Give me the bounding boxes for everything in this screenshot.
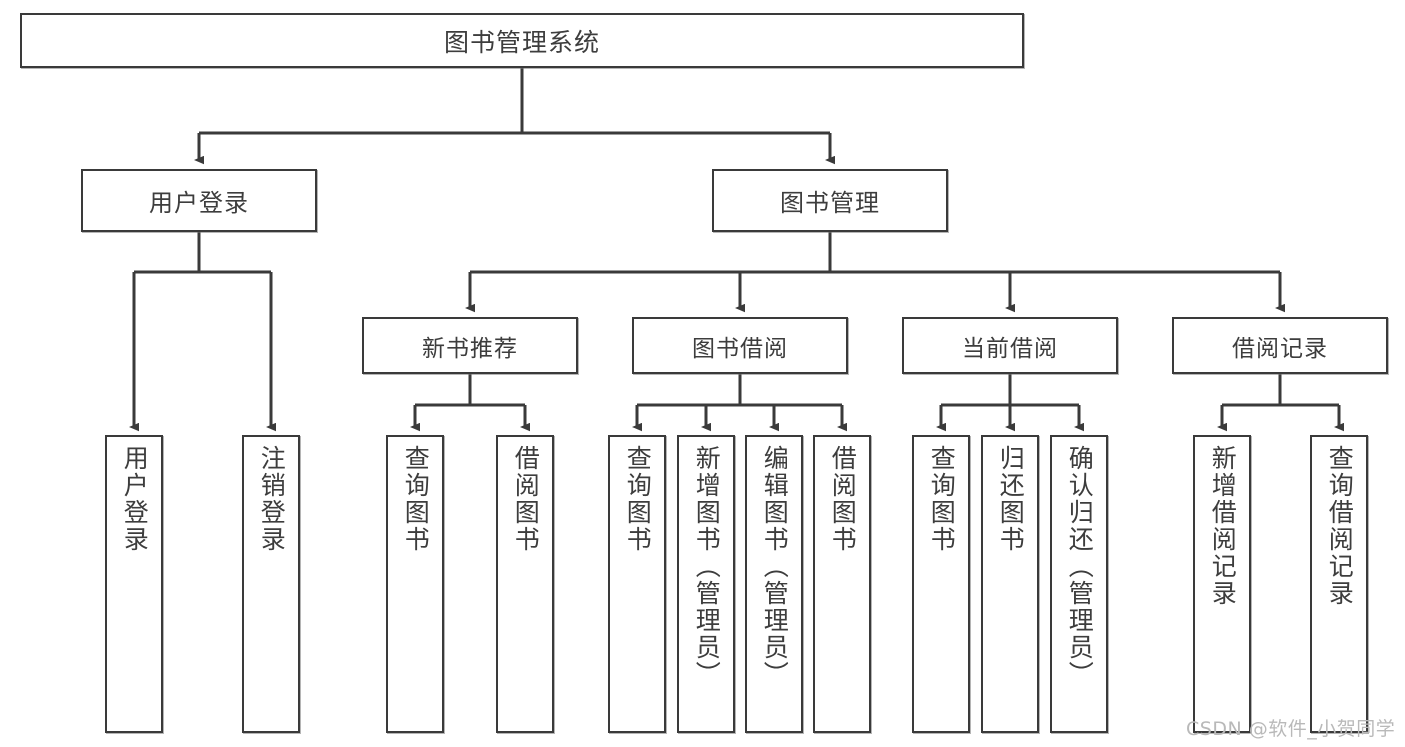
node-new-book-recommend[interactable]: 新书推荐 (362, 317, 578, 374)
node-leaf-borrow-book-2[interactable]: 借阅图书 (813, 435, 871, 733)
node-label: 编辑图书（管理员） (760, 445, 790, 688)
node-label: 图书管理系统 (443, 27, 600, 57)
node-label: 查询图书 (623, 445, 653, 553)
node-label: 新增图书（管理员） (692, 445, 722, 688)
node-leaf-borrow-book-1[interactable]: 借阅图书 (496, 435, 554, 733)
node-label: 确认归还（管理员） (1065, 445, 1095, 688)
node-leaf-add-book[interactable]: 新增图书（管理员） (677, 435, 735, 733)
node-label: 图书管理 (780, 189, 880, 217)
node-leaf-user-login[interactable]: 用户登录 (105, 435, 163, 733)
node-label: 借阅图书 (828, 445, 858, 553)
node-label: 查询借阅记录 (1325, 445, 1355, 607)
node-label: 借阅记录 (1232, 335, 1328, 362)
node-label: 用户登录 (120, 445, 150, 553)
node-label: 查询图书 (927, 445, 957, 553)
node-book-borrow[interactable]: 图书借阅 (632, 317, 848, 374)
node-book-management[interactable]: 图书管理 (712, 169, 948, 232)
node-label: 用户登录 (149, 189, 249, 217)
node-label: 查询图书 (401, 445, 431, 553)
node-user-login[interactable]: 用户登录 (81, 169, 317, 232)
node-leaf-logout[interactable]: 注销登录 (242, 435, 300, 733)
node-leaf-query-book-3[interactable]: 查询图书 (912, 435, 970, 733)
node-leaf-edit-book[interactable]: 编辑图书（管理员） (745, 435, 803, 733)
node-leaf-query-book-1[interactable]: 查询图书 (386, 435, 444, 733)
node-leaf-add-record[interactable]: 新增借阅记录 (1193, 435, 1251, 733)
node-leaf-query-book-2[interactable]: 查询图书 (608, 435, 666, 733)
node-label: 归还图书 (996, 445, 1026, 553)
node-borrow-record[interactable]: 借阅记录 (1172, 317, 1388, 374)
node-leaf-query-record[interactable]: 查询借阅记录 (1310, 435, 1368, 733)
node-label: 注销登录 (257, 445, 287, 553)
node-current-borrow[interactable]: 当前借阅 (902, 317, 1118, 374)
node-leaf-confirm-return[interactable]: 确认归还（管理员） (1050, 435, 1108, 733)
node-leaf-return-book[interactable]: 归还图书 (981, 435, 1039, 733)
node-label: 借阅图书 (511, 445, 541, 553)
watermark: CSDN @软件_小贺同学 (1186, 718, 1396, 740)
node-label: 图书借阅 (692, 335, 788, 362)
node-root-system[interactable]: 图书管理系统 (20, 13, 1024, 68)
node-label: 新增借阅记录 (1208, 445, 1238, 607)
node-label: 当前借阅 (962, 335, 1058, 362)
node-label: 新书推荐 (422, 335, 518, 362)
